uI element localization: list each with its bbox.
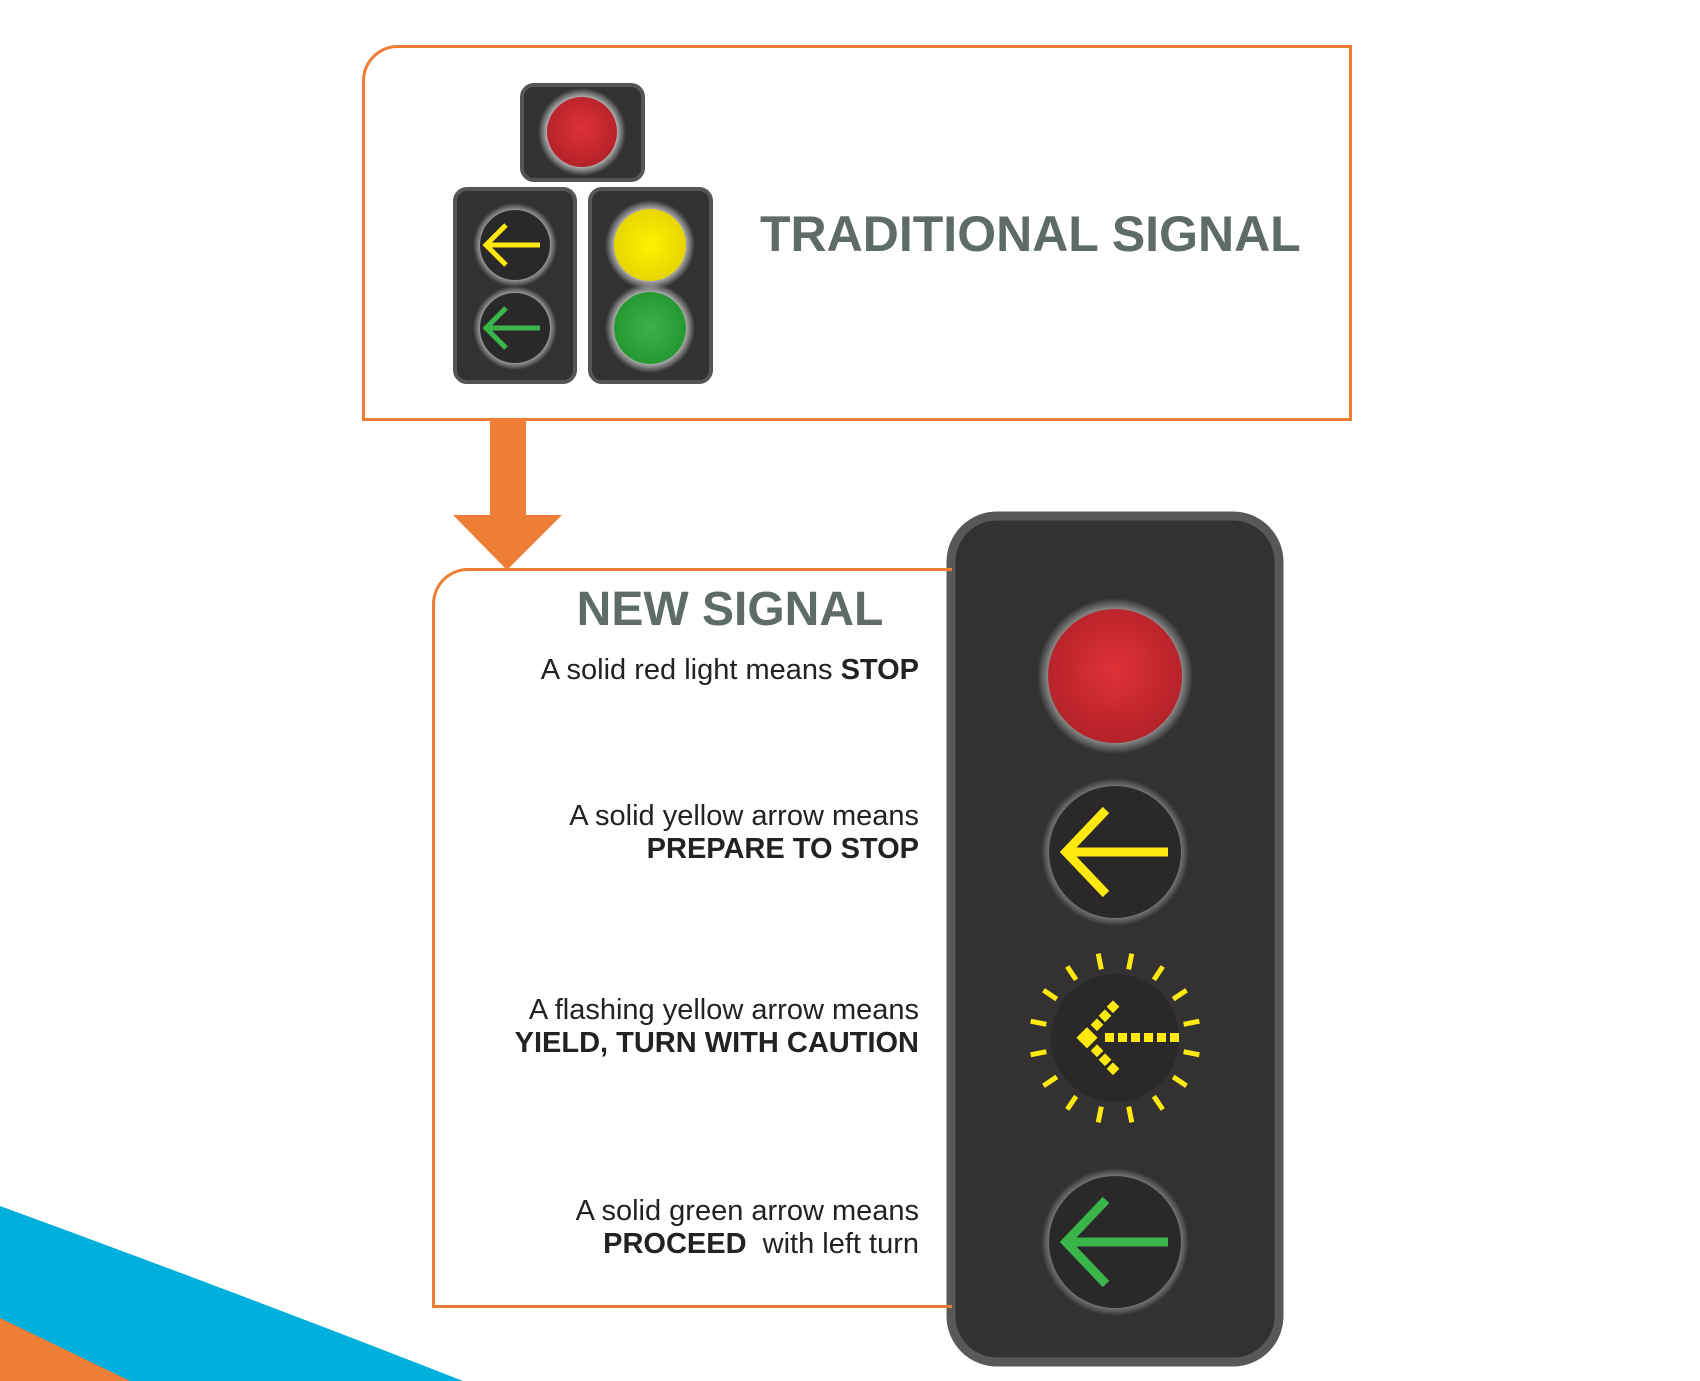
flash-ray — [1126, 953, 1135, 970]
orange-stripe — [0, 1318, 130, 1381]
traditional-signal-icon — [453, 83, 713, 384]
flash-ray — [1095, 1106, 1104, 1123]
traditional-signal-panel — [362, 45, 1352, 421]
new-signal-panel — [432, 568, 952, 1308]
flash-ray — [1042, 988, 1059, 1002]
flash-ray — [1183, 1018, 1200, 1027]
new-signal-title: NEW SIGNAL — [576, 583, 884, 636]
flash-ray — [1030, 1049, 1047, 1058]
flash-ray — [1065, 1094, 1079, 1111]
flash-ray — [1065, 965, 1079, 982]
flash-ray — [1151, 1094, 1165, 1111]
flash-ray — [1042, 1074, 1059, 1088]
new-signal-icon — [946, 511, 1284, 1367]
flash-ray — [1183, 1049, 1200, 1058]
flash-ray — [1126, 1106, 1135, 1123]
flash-ray — [1095, 953, 1104, 970]
flash-ray — [1171, 988, 1188, 1002]
flash-ray — [1151, 965, 1165, 982]
flash-ray — [1030, 1018, 1047, 1027]
traditional-signal-title: TRADITIONAL SIGNAL — [760, 206, 1301, 262]
description-red: A solid red light means STOP — [540, 654, 919, 686]
down-arrow-icon — [453, 421, 562, 570]
blue-stripe — [0, 1206, 463, 1381]
flash-ray — [1171, 1074, 1188, 1088]
